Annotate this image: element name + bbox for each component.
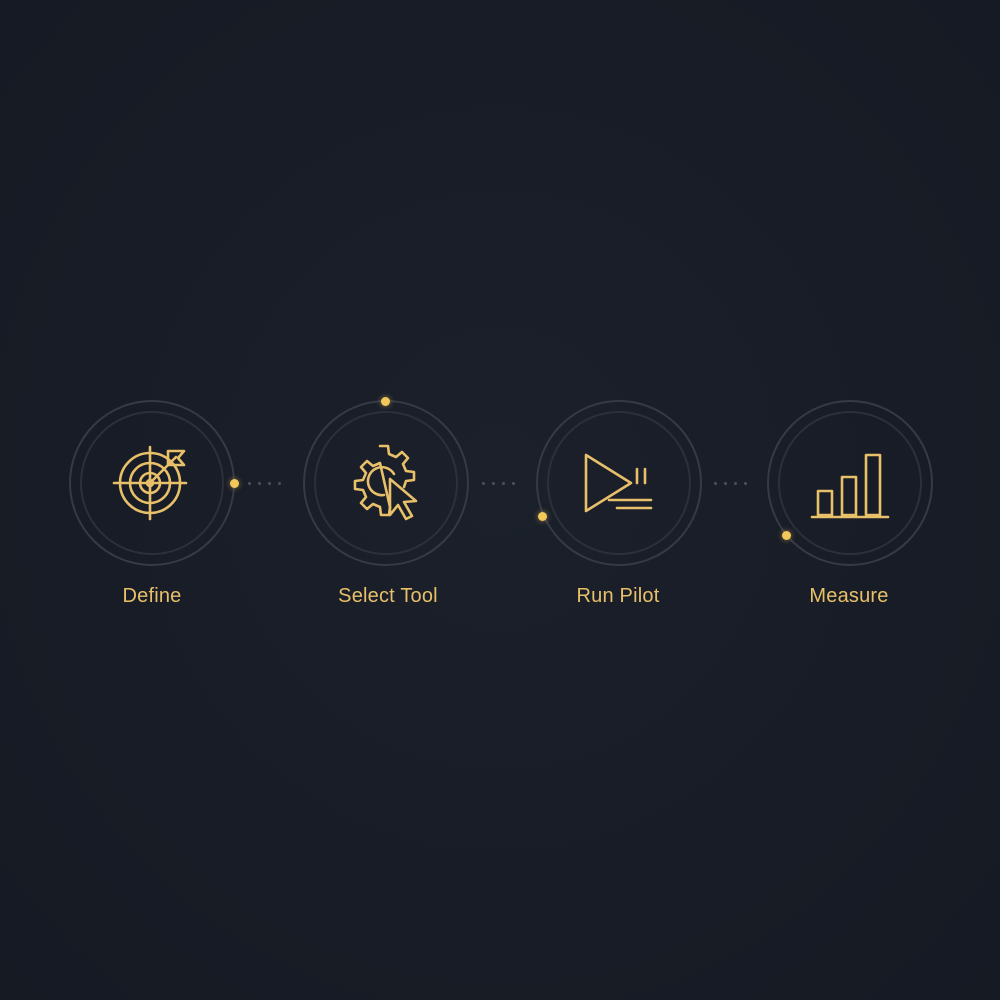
step-ring [536,400,702,566]
step-ring-inner [778,411,922,555]
step-ring-inner [314,411,458,555]
step-ring [767,400,933,566]
bar-chart-icon [810,443,890,523]
connector-dots [714,482,747,485]
connector-dots [248,482,281,485]
progress-dot [782,531,791,540]
step-label-define: Define [122,585,182,607]
progress-dot [230,479,239,488]
progress-dot [381,397,390,406]
step-run-pilot [536,400,702,566]
gear-cursor-icon [346,443,426,523]
step-label-measure: Measure [809,585,889,607]
progress-dot [538,512,547,521]
connector-dots [482,482,515,485]
step-label-run-pilot: Run Pilot [576,585,660,607]
step-ring-inner [547,411,691,555]
target-flag-icon [112,443,192,523]
step-select-tool [303,400,469,566]
step-measure [767,400,933,566]
step-define [69,400,235,566]
play-icon [579,443,659,523]
step-ring-inner [80,411,224,555]
step-label-select-tool: Select Tool [338,585,438,607]
